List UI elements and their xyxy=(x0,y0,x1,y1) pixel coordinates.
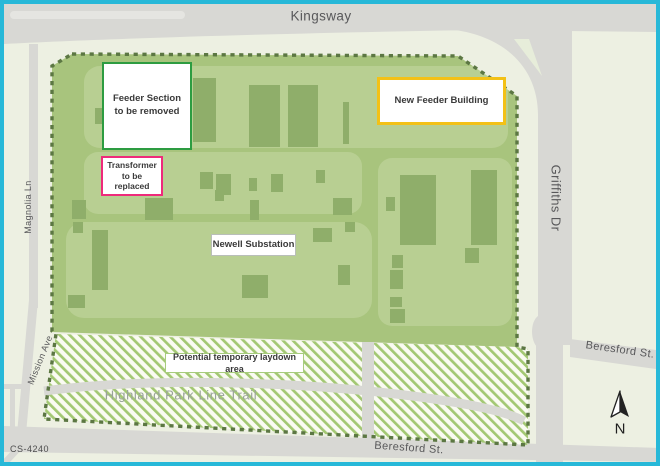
callout-laydown-area: Potential temporary laydown area xyxy=(165,352,304,374)
building-footprint xyxy=(392,255,403,268)
building-footprint xyxy=(338,265,350,285)
road-beresford-south xyxy=(4,426,660,462)
north-arrow-icon xyxy=(610,390,629,418)
kingsway-median xyxy=(10,11,185,19)
building-footprint xyxy=(333,198,352,215)
road-side-street-h xyxy=(0,384,30,389)
road-magnolia xyxy=(29,44,38,308)
building-footprint xyxy=(343,102,349,144)
building-footprint xyxy=(72,200,86,219)
substation-buildings xyxy=(68,78,497,323)
building-footprint xyxy=(316,170,325,183)
trail-label: Highland Park Line Trail xyxy=(104,387,258,403)
building-footprint xyxy=(386,197,395,211)
building-footprint xyxy=(271,174,283,192)
road-side-street-v xyxy=(10,389,15,429)
callout-new-feeder-building: New Feeder Building xyxy=(377,77,506,125)
road-mission-south xyxy=(1,446,25,462)
building-footprint xyxy=(216,174,231,195)
building-footprint xyxy=(193,78,216,142)
road-mission xyxy=(17,300,38,434)
callout-transformer: Transformer to be replaced xyxy=(101,156,163,196)
street-label-kingsway: Kingsway xyxy=(290,8,352,24)
trail-path xyxy=(43,377,527,426)
north-label: N xyxy=(614,420,626,438)
building-footprint xyxy=(345,222,355,232)
ramp-island xyxy=(514,39,542,76)
building-footprint xyxy=(249,178,257,191)
building-footprint xyxy=(145,198,173,220)
building-footprint xyxy=(92,230,108,290)
street-label-magnolia: Magnolia Ln xyxy=(23,180,33,234)
building-footprint xyxy=(249,85,280,147)
callout-newell-substation: Newell Substation xyxy=(211,234,296,256)
road-beresford-east xyxy=(570,339,656,369)
building-footprint xyxy=(390,309,405,323)
building-footprint xyxy=(400,175,436,245)
building-footprint xyxy=(465,248,479,263)
road-network xyxy=(0,4,660,466)
building-footprint xyxy=(68,295,85,308)
building-footprint xyxy=(471,170,497,245)
callout-feeder-section: Feeder Section to be removed xyxy=(102,62,192,150)
building-footprint xyxy=(200,172,213,189)
building-footprint xyxy=(390,270,403,289)
building-footprint xyxy=(288,85,318,147)
street-label-griffiths: Griffiths Dr xyxy=(548,164,564,232)
building-footprint xyxy=(313,228,332,242)
building-footprint xyxy=(95,108,105,124)
road-griffiths-upper xyxy=(538,30,572,345)
building-footprint xyxy=(215,190,224,201)
building-footprint xyxy=(390,297,402,307)
drawing-number: CS-4240 xyxy=(10,444,50,454)
building-footprint xyxy=(73,222,83,233)
building-footprint xyxy=(242,275,268,298)
road-griffiths-bulge xyxy=(532,316,538,348)
building-footprint xyxy=(250,200,259,220)
